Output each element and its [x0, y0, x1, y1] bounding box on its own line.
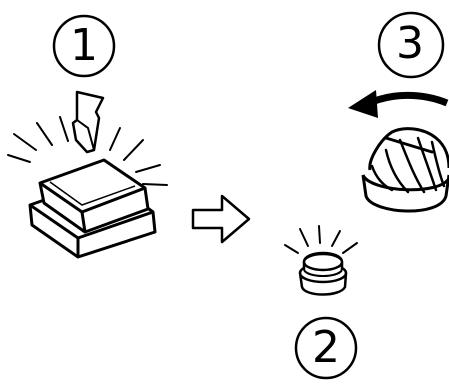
- finger-press-icon: [73, 92, 103, 152]
- indicator-lamp-icon: [285, 226, 357, 295]
- step-2-number: 2: [296, 318, 356, 378]
- rotary-knob-icon: [363, 129, 449, 211]
- step-1-number: 1: [54, 16, 114, 76]
- step-3-number: 3: [380, 14, 440, 74]
- right-arrow-icon: [193, 196, 249, 242]
- counterclockwise-arrow-icon: [348, 90, 447, 118]
